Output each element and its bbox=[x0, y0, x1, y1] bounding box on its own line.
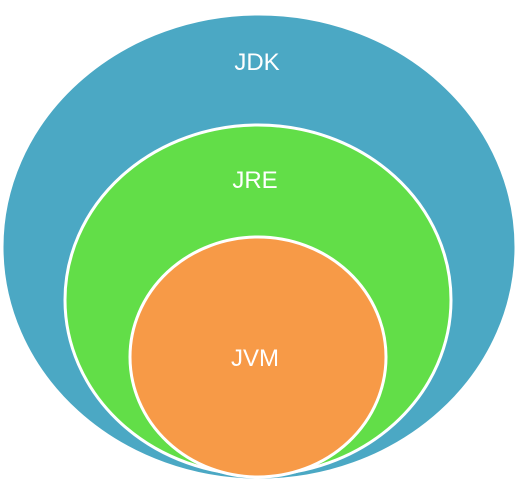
watermark-text: CSDN @笑魇依然 bbox=[392, 457, 506, 474]
jre-label: JRE bbox=[232, 167, 277, 194]
jvm-ellipse bbox=[128, 235, 388, 479]
jvm-label: JVM bbox=[231, 345, 279, 372]
jdk-label: JDK bbox=[234, 49, 279, 76]
